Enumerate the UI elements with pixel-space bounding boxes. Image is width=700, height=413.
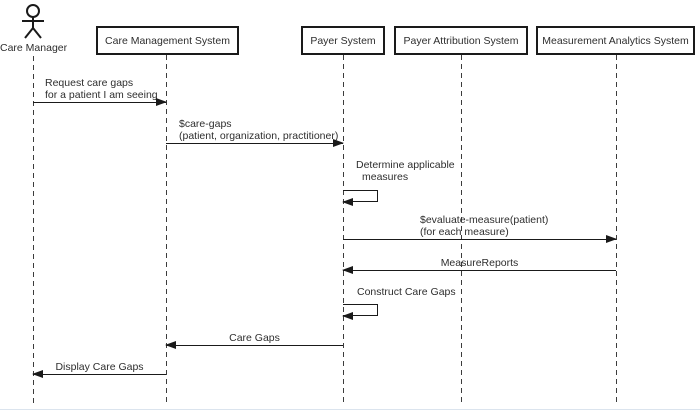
message-evaluate-measure-arrow: [343, 235, 617, 243]
message-care-gaps-return-label: Care Gaps: [229, 332, 280, 344]
participant-label: Measurement Analytics System: [542, 34, 689, 47]
message-evaluate-measure-label: $evaluate-measure(patient) (for each mea…: [420, 214, 549, 238]
participant-care-management-system: Care Management System: [96, 26, 239, 55]
message-measure-reports-label: MeasureReports: [440, 257, 519, 269]
actor-care-manager-label: Care Manager: [0, 42, 68, 54]
arrowhead-left-icon: [165, 341, 176, 349]
participant-label: Payer System: [310, 34, 376, 47]
arrowhead-left-icon: [342, 266, 353, 274]
participant-payer-attribution-system: Payer Attribution System: [394, 26, 528, 55]
arrowhead-right-icon: [606, 235, 617, 243]
participant-label: Care Management System: [105, 34, 230, 47]
lifeline-payer-system: [343, 55, 344, 406]
arrowhead-left-icon: [32, 370, 43, 378]
message-display-care-gaps-arrow: [32, 370, 166, 378]
message-care-gaps-return-arrow: [165, 341, 343, 349]
message-care-gaps-operation-label: $care-gaps (patient, organization, pract…: [179, 118, 339, 142]
message-care-gaps-operation-arrow: [166, 139, 344, 147]
message-display-care-gaps-label: Display Care Gaps: [55, 361, 144, 373]
arrowhead-right-icon: [333, 139, 344, 147]
message-construct-care-gaps-selfloop: [342, 304, 378, 320]
lifeline-measurement-analytics-system: [616, 55, 617, 406]
participant-payer-system: Payer System: [301, 26, 385, 55]
lifeline-care-management-system: [166, 55, 167, 406]
message-measure-reports-arrow: [342, 266, 616, 274]
participant-measurement-analytics-system: Measurement Analytics System: [536, 26, 695, 55]
bottom-edge-line: [0, 409, 700, 410]
message-determine-applicable-measures-label: Determine applicable measures: [356, 159, 455, 183]
lifeline-care-manager: [33, 56, 34, 406]
message-request-care-gaps-arrow: [33, 98, 167, 106]
message-request-care-gaps-label: Request care gaps for a patient I am see…: [45, 77, 158, 101]
actor-care-manager-icon: [13, 3, 53, 44]
arrowhead-left-icon: [342, 198, 353, 206]
arrowhead-left-icon: [342, 312, 353, 320]
arrowhead-right-icon: [156, 98, 167, 106]
participant-label: Payer Attribution System: [403, 34, 519, 47]
message-determine-applicable-measures-selfloop: [342, 190, 378, 206]
message-construct-care-gaps-label: Construct Care Gaps: [357, 286, 456, 298]
lifeline-payer-attribution-system: [461, 55, 462, 406]
